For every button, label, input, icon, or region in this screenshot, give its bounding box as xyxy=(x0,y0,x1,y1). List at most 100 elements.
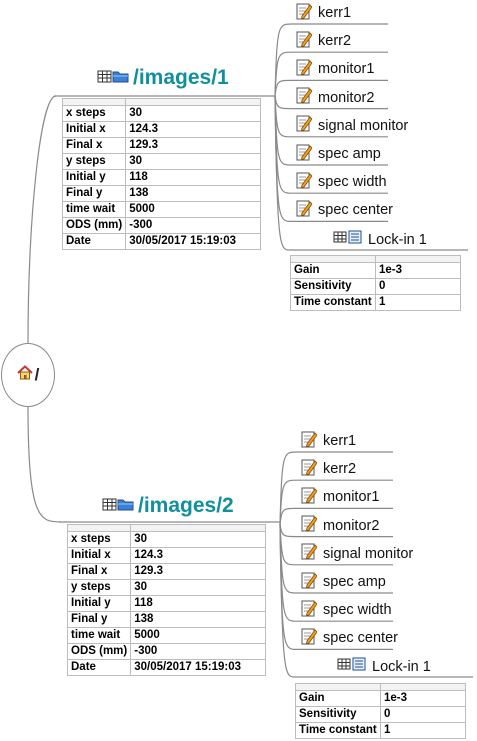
leaf-node[interactable]: spec center xyxy=(301,628,398,648)
param-key: Time constant xyxy=(295,722,381,739)
document-pencil-icon xyxy=(301,542,318,565)
leaf-label: spec center xyxy=(318,202,393,219)
param-value: 138 xyxy=(125,185,262,202)
leaf-node[interactable]: spec width xyxy=(296,172,387,192)
group-title-2[interactable]: /images/2 xyxy=(102,494,234,518)
leaf-connector xyxy=(279,523,298,566)
param-value: 1e-3 xyxy=(375,262,461,279)
param-key: Time constant xyxy=(290,294,376,311)
leaf-label: kerr2 xyxy=(323,461,357,478)
document-pencil-icon xyxy=(301,486,318,509)
leaf-connector xyxy=(274,95,293,110)
param-key: Date xyxy=(66,659,132,676)
param-key: Initial y xyxy=(61,169,127,186)
document-pencil-icon xyxy=(301,571,318,594)
param-key: y steps xyxy=(66,579,132,596)
param-value: 129.3 xyxy=(130,563,267,580)
root-node[interactable]: / xyxy=(1,343,55,407)
leaf-node[interactable]: kerr2 xyxy=(296,31,351,51)
group-title-1[interactable]: /images/1 xyxy=(97,66,229,90)
document-pencil-icon xyxy=(296,2,313,25)
param-value: 30/05/2017 15:19:03 xyxy=(125,233,262,250)
param-value: 0 xyxy=(375,278,461,295)
leaf-node[interactable]: spec amp xyxy=(296,144,381,164)
leaf-node[interactable]: signal monitor xyxy=(301,542,414,565)
leaf-node[interactable]: monitor1 xyxy=(296,59,374,79)
leaf-node[interactable]: spec center xyxy=(296,200,393,220)
leaf-connector xyxy=(274,79,293,97)
leaf-connector xyxy=(279,507,298,525)
root-connector-1 xyxy=(27,95,57,346)
leaf-connector xyxy=(274,51,293,97)
root-connector-2 xyxy=(27,404,62,523)
document-pencil-icon xyxy=(296,86,313,109)
leaf-node[interactable]: monitor1 xyxy=(301,487,379,507)
param-value: 30 xyxy=(125,153,262,170)
leaf-connector xyxy=(274,95,293,138)
param-key: Gain xyxy=(295,690,381,707)
document-pencil-icon xyxy=(296,114,313,137)
param-value: 30 xyxy=(125,105,262,122)
home-icon xyxy=(16,365,33,385)
param-value: 118 xyxy=(125,169,262,186)
leaf-node[interactable]: spec amp xyxy=(301,572,386,592)
param-key: Final x xyxy=(66,563,132,580)
param-value: 118 xyxy=(130,595,267,612)
param-value: 30 xyxy=(130,531,267,548)
document-pencil-icon xyxy=(301,627,318,650)
leaf-node[interactable]: monitor2 xyxy=(301,515,379,536)
leaf-label: spec amp xyxy=(323,574,386,590)
leaf-node[interactable]: monitor2 xyxy=(296,86,374,109)
leaf-node[interactable]: kerr2 xyxy=(301,459,356,479)
param-key: x steps xyxy=(61,105,127,122)
param-value: 30 xyxy=(130,579,267,596)
leaf-label: kerr1 xyxy=(318,5,352,21)
leaf-node[interactable]: spec width xyxy=(301,600,392,620)
leaf-label: signal monitor xyxy=(318,117,409,134)
table-list-icon xyxy=(333,230,363,249)
param-key: ODS (mm) xyxy=(61,217,127,234)
param-key: Final y xyxy=(61,185,127,202)
lockin-node[interactable]: Lock-in 1 xyxy=(337,657,431,676)
group-title-label: /images/2 xyxy=(138,494,234,517)
lockin-label: Lock-in 1 xyxy=(372,658,431,675)
lockin-node[interactable]: Lock-in 1 xyxy=(333,230,427,249)
document-pencil-icon xyxy=(296,171,313,194)
param-key: time wait xyxy=(66,627,132,644)
param-key: Final x xyxy=(61,137,127,154)
leaf-label: kerr2 xyxy=(318,33,352,50)
leaf-node[interactable]: kerr1 xyxy=(296,3,351,23)
document-pencil-icon xyxy=(301,458,318,481)
leaf-node[interactable]: kerr1 xyxy=(301,431,356,451)
param-value: 5000 xyxy=(125,201,262,218)
leaf-label: spec width xyxy=(323,602,392,619)
leaf-label: kerr1 xyxy=(323,433,357,449)
param-value: 129.3 xyxy=(125,137,262,154)
param-key: Sensitivity xyxy=(295,706,381,723)
param-key: Date xyxy=(61,233,127,250)
leaf-label: signal monitor xyxy=(323,545,414,562)
param-value: -300 xyxy=(125,217,262,234)
document-pencil-icon xyxy=(296,199,313,222)
leaf-node[interactable]: signal monitor xyxy=(296,114,409,137)
param-key: Initial x xyxy=(66,547,132,564)
